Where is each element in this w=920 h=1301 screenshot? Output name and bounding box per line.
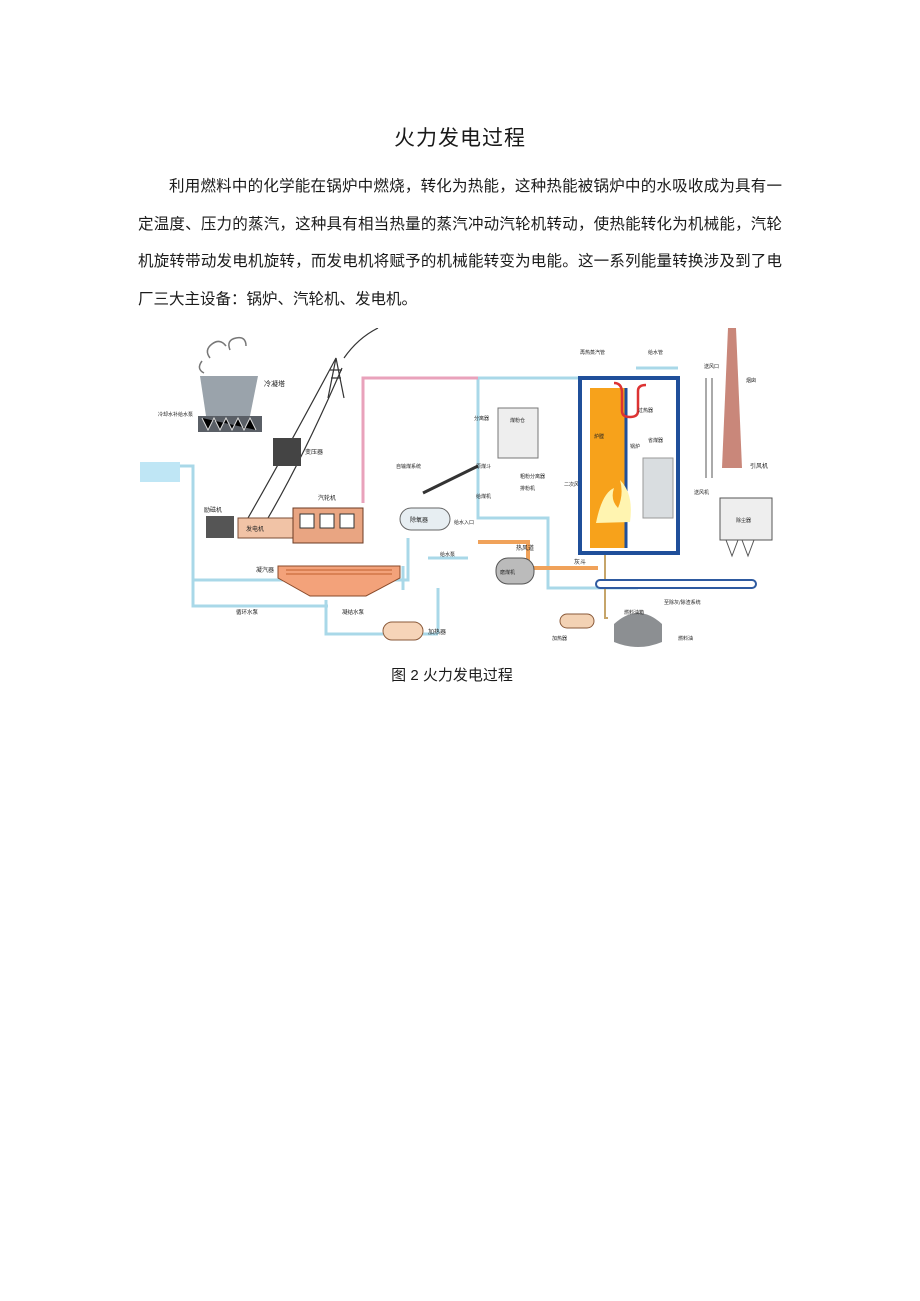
label-exciter: 励磁机 [204, 506, 222, 514]
chimney [722, 328, 742, 468]
label-reheat-pipe: 再热蒸汽管 [580, 349, 605, 356]
transmission-tower [247, 328, 379, 519]
furnace [590, 388, 626, 548]
label-transformer: 变压器 [305, 448, 323, 456]
label-coal-feeder: 给煤机 [476, 493, 491, 500]
label-feed-pump: 给水泵 [440, 551, 455, 558]
figure-caption: 图 2 火力发电过程 [391, 667, 513, 684]
label-coal-bunker: 煤粉仓 [510, 417, 525, 424]
label-separator: 分离器 [474, 415, 489, 422]
coal-conveyor [422, 464, 479, 495]
exciter [206, 516, 234, 538]
label-induced-fan: 引风机 [750, 462, 768, 470]
label-cooling-water: 冷却水补给水泵 [158, 411, 193, 418]
mill [495, 557, 535, 585]
label-secondary-air: 二次风 [564, 481, 579, 488]
label-boiler: 锅炉 [630, 443, 640, 450]
label-turbine: 汽轮机 [318, 494, 336, 502]
label-ash-system: 至除灰/除渣系统 [664, 599, 701, 606]
label-separator2: 粗粉分离器 [520, 473, 545, 480]
label-raw-coal: 原煤斗 [476, 463, 491, 470]
label-chimney: 烟囱 [746, 377, 756, 384]
fuel-tank [614, 613, 662, 647]
transformer [273, 438, 301, 466]
reheat-coil [613, 381, 647, 419]
label-fan-inlet: 送风口 [704, 363, 719, 370]
power-plant-diagram: 冷凝塔 冷却水补给水泵 变压器 励磁机 发电机 汽轮机 凝汽器 循环水泵 凝结水… [140, 328, 773, 647]
label-deaerator: 除氧器 [410, 516, 428, 524]
label-ash-hopper: 灰斗 [574, 558, 586, 566]
label-condensate-pump: 凝结水泵 [342, 608, 365, 616]
label-dust: 除尘器 [736, 517, 751, 524]
label-condenser: 凝汽器 [256, 566, 274, 574]
label-furnace: 炉膛 [594, 433, 604, 440]
label-mill: 磨煤机 [500, 569, 515, 576]
label-forced-fan: 送风机 [694, 489, 709, 496]
label-superheater: 过热器 [638, 407, 653, 414]
flame [596, 480, 631, 523]
ash-conveyor [595, 579, 757, 589]
label-economizer: 省煤器 [648, 437, 663, 444]
label-pulverizer-fan: 排粉机 [520, 485, 535, 492]
fuel-line [604, 553, 608, 619]
label-feed-inlet: 给水入口 [454, 519, 474, 526]
page-title: 火力发电过程 [394, 126, 526, 150]
dust-collector [719, 497, 773, 541]
label-fuel-oil: 燃料油 [678, 635, 693, 642]
heater-oil [559, 613, 595, 629]
body-paragraph: 利用燃料中的化学能在锅炉中燃烧，转化为热能，这种热能被锅炉中的水吸收成为具有一定… [138, 177, 782, 308]
label-heater-low: 加热器 [428, 628, 446, 636]
water-pool [140, 462, 180, 482]
label-cooling-tower: 冷凝塔 [264, 379, 285, 388]
label-feed-pipe: 给水管 [648, 349, 663, 356]
label-coal-conveyor: 自输煤系统 [396, 463, 421, 470]
label-circ-pump: 循环水泵 [236, 608, 259, 616]
label-generator: 发电机 [246, 525, 264, 533]
hot-air-duct [478, 540, 598, 570]
label-hot-air: 热风道 [516, 544, 534, 552]
cooling-tower [200, 376, 258, 416]
label-heater-oil: 加热器 [552, 635, 567, 642]
deaerator [399, 507, 451, 531]
heater-low [382, 621, 424, 641]
steam-pipe [361, 376, 478, 503]
label-fuel-tank: 燃料油箱 [624, 609, 644, 616]
